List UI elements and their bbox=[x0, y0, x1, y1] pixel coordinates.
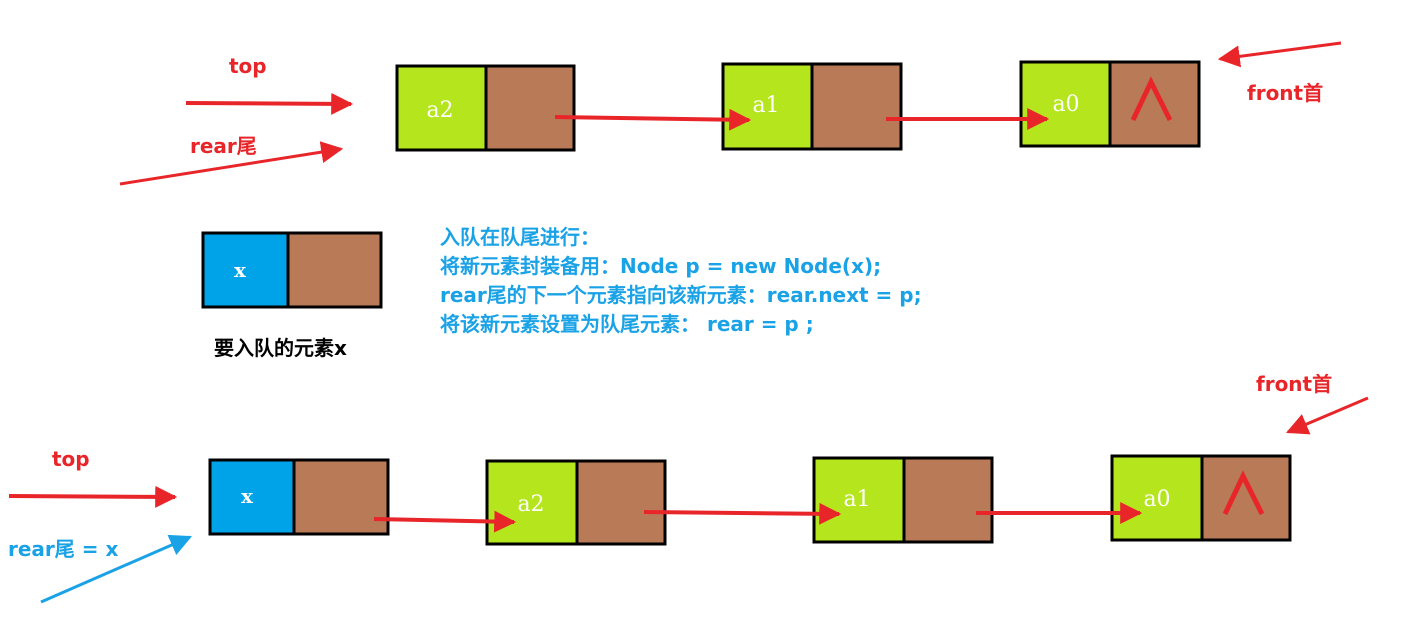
enqueue-step-3: rear尾的下一个元素指向该新元素：rear.next = p; bbox=[440, 283, 922, 307]
bottom-node-x-next bbox=[292, 458, 390, 536]
bottom-node-x-data bbox=[208, 458, 296, 536]
rear-pointer-arrow bbox=[119, 141, 344, 186]
top-node-a0-next bbox=[1108, 60, 1201, 148]
enqueue-step-2: 将新元素封装备用：Node p = new Node(x); bbox=[440, 254, 882, 278]
bottom-node-a2: a2 bbox=[485, 459, 667, 546]
top-node-a0: a0 bbox=[1019, 60, 1201, 148]
bottom-node-a0-data bbox=[1110, 454, 1204, 542]
bottom-rear-pointer-arrow bbox=[40, 534, 193, 604]
bottom-node-a0-next bbox=[1200, 454, 1292, 542]
bottom-node-a0-text: a0 bbox=[1143, 487, 1170, 512]
top-node-a2-text: a2 bbox=[426, 98, 453, 123]
top-node-a0-data bbox=[1019, 60, 1112, 148]
top-label: top bbox=[229, 54, 267, 78]
bottom-null-symbol-icon bbox=[1222, 470, 1265, 516]
enqueue-steps: 入队在队尾进行： 将新元素封装备用：Node p = new Node(x); … bbox=[440, 223, 922, 339]
bottom-front-label: front首 bbox=[1256, 372, 1333, 396]
top-null-symbol-icon bbox=[1130, 76, 1173, 122]
bottom-rear-label: rear尾 = x bbox=[8, 537, 119, 561]
top-node-a1-text: a1 bbox=[752, 93, 779, 118]
bottom-node-x: x bbox=[208, 458, 390, 536]
front-pointer-arrow bbox=[1217, 41, 1342, 68]
enqueue-step-4: 将该新元素设置为队尾元素： rear = p ; bbox=[440, 312, 814, 336]
bottom-node-a2-text: a2 bbox=[517, 492, 544, 517]
bottom-link-arrow-a2-a1 bbox=[643, 502, 842, 525]
bottom-top-pointer-arrow bbox=[8, 485, 178, 508]
new-node-x: x bbox=[201, 231, 383, 309]
top-pointer-arrow bbox=[185, 92, 354, 115]
front-label: front首 bbox=[1247, 81, 1324, 105]
bottom-node-a2-next bbox=[575, 459, 667, 546]
bottom-link-arrow-x-a2 bbox=[373, 510, 517, 533]
bottom-node-a0: a0 bbox=[1110, 454, 1292, 542]
top-node-a1-data bbox=[721, 62, 814, 151]
rear-label: rear尾 bbox=[190, 134, 257, 158]
bottom-node-a1-text: a1 bbox=[843, 487, 870, 512]
top-node-a2: a2 bbox=[395, 64, 576, 152]
bottom-node-a1-next bbox=[902, 456, 994, 544]
top-node-a2-data bbox=[395, 64, 488, 152]
top-link-arrow-a2-a1 bbox=[554, 108, 752, 131]
bottom-front-pointer-arrow bbox=[1285, 396, 1369, 435]
new-node-x-next bbox=[286, 231, 383, 309]
top-node-a1: a1 bbox=[721, 62, 903, 151]
new-node-x-data bbox=[201, 231, 290, 309]
bottom-node-x-text: x bbox=[241, 484, 254, 508]
top-node-a2-next bbox=[484, 64, 576, 152]
top-node-a0-text: a0 bbox=[1052, 92, 1079, 117]
bottom-top-label: top bbox=[52, 447, 90, 471]
new-node-caption: 要入队的元素x bbox=[214, 336, 347, 360]
new-node-x-text: x bbox=[234, 258, 247, 282]
bottom-node-a1: a1 bbox=[812, 456, 994, 544]
enqueue-step-1: 入队在队尾进行： bbox=[440, 225, 600, 249]
top-node-a1-next bbox=[810, 62, 903, 151]
